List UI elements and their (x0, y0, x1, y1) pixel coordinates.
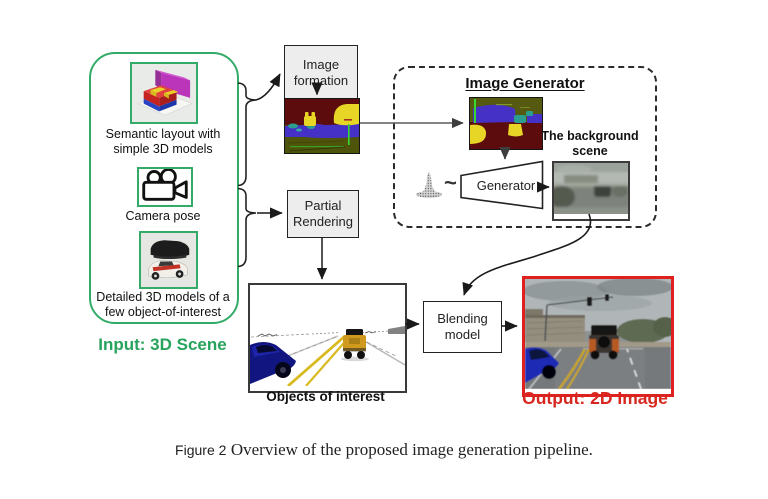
objects-of-interest-label: Objects of interest (266, 389, 385, 404)
camera-pose-thumb (137, 167, 193, 207)
objects-of-interest-image (248, 283, 407, 393)
segmentation-map-1 (285, 99, 359, 153)
image-generator-title: Image Generator (465, 75, 585, 92)
arrow-inputs-to-image-formation (255, 73, 281, 101)
generator-node: Generator (460, 160, 544, 210)
video-camera-icon (142, 169, 188, 201)
noise-tilde-symbol: ~ (444, 170, 457, 195)
camera-pose-label: Camera pose (125, 209, 201, 223)
generator-label: Generator (476, 177, 536, 193)
semantic-segmentation-image-1 (284, 98, 360, 154)
generator-trapezoid-shape (460, 160, 544, 210)
semantic-layout-label: Semantic layout with simple 3D models (105, 127, 221, 157)
semantic-layout-3d-image (132, 64, 196, 122)
final-blended-scene (523, 278, 677, 390)
blending-model-node: Blending model (423, 301, 502, 353)
generated-background-scene (549, 161, 630, 216)
input-3d-scene-caption: Input: 3D Scene (98, 335, 227, 354)
brace-image-formation-inputs (237, 82, 257, 187)
background-scene-label: The background scene (541, 129, 639, 158)
semantic-layout-thumbnail (130, 62, 198, 124)
background-scene-image (549, 161, 630, 221)
detailed-models-label: Detailed 3D models of a few object-of-in… (96, 290, 230, 320)
gaussian-noise-icon (414, 169, 444, 204)
partial-render-scene (249, 285, 406, 388)
output-2d-image (522, 276, 677, 397)
figure-caption-text: Overview of the proposed image generatio… (230, 440, 593, 459)
car-models-thumbnail (139, 231, 198, 289)
car-models-3d-image (141, 233, 196, 287)
figure-number: Figure 2 (175, 442, 227, 458)
brace-partial-rendering-inputs (237, 187, 257, 268)
partial-rendering-node: Partial Rendering (287, 190, 359, 238)
segmentation-map-2 (470, 98, 542, 149)
figure-caption: Figure 2 Overview of the proposed image … (0, 440, 768, 460)
output-2d-image-label: Output: 2D Image (522, 388, 668, 408)
image-formation-node: Image formation (284, 45, 358, 101)
semantic-segmentation-image-2 (469, 97, 543, 150)
